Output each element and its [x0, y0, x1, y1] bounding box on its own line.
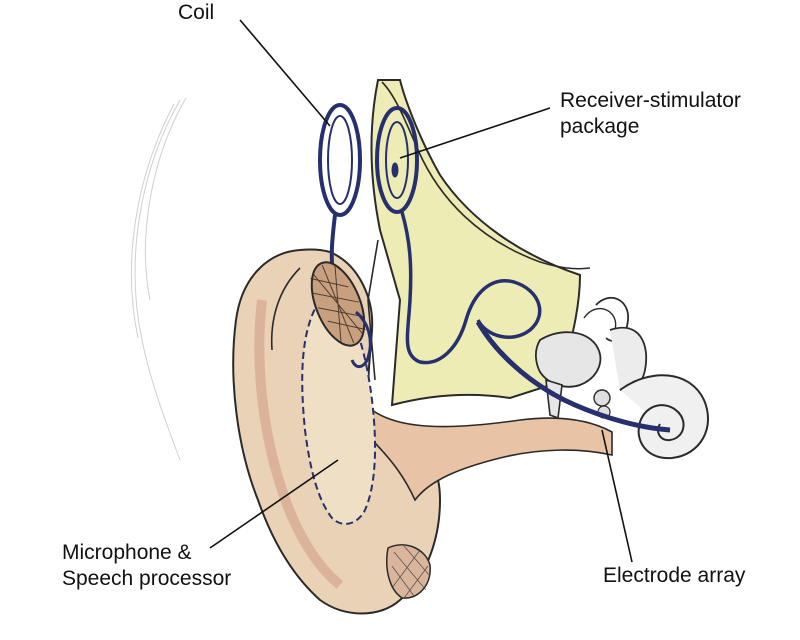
speech-processor — [301, 291, 377, 525]
leader-electrode — [601, 429, 633, 563]
leader-lines — [209, 19, 633, 563]
label-coil: Coil — [178, 0, 214, 26]
label-receiver-stimulator: Receiver-stimulator package — [560, 88, 741, 140]
label-receiver-line2: package — [560, 115, 640, 138]
sketch-lines — [131, 97, 187, 461]
label-receiver-line1: Receiver-stimulator — [560, 89, 741, 112]
label-coil-text: Coil — [178, 1, 215, 24]
label-electrode-array: Electrode array — [603, 563, 745, 589]
leader-coil — [239, 19, 331, 127]
leader-receiver — [399, 107, 551, 159]
label-electrode-text: Electrode array — [603, 564, 746, 587]
inner-ear — [534, 296, 709, 460]
implant-device — [310, 103, 671, 433]
leader-microphone — [209, 459, 339, 549]
temporal-bone — [367, 79, 591, 407]
label-microphone-line1: Microphone & — [62, 541, 192, 564]
label-microphone-speech-processor: Microphone & Speech processor — [62, 540, 231, 592]
label-microphone-line2: Speech processor — [62, 567, 232, 590]
